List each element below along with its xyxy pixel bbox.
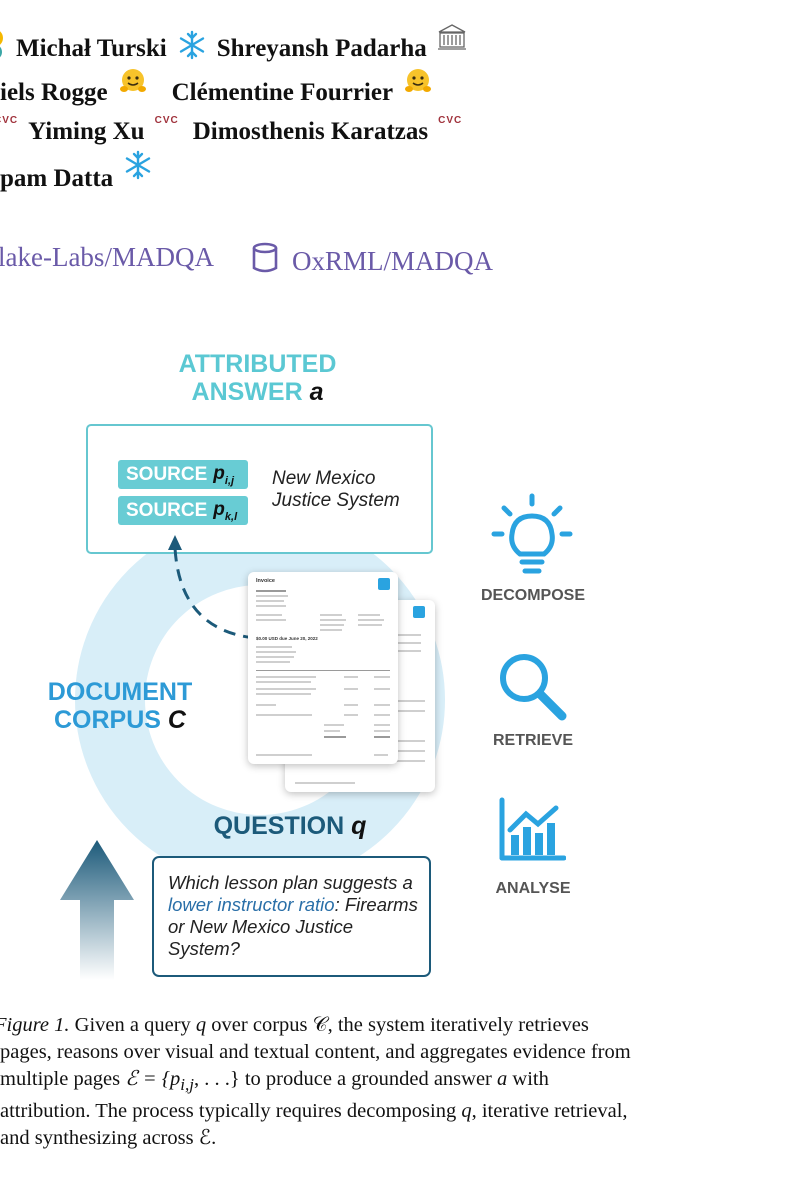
document-corpus-label: DOCUMENT CORPUS C [30,678,210,734]
corpus-label-line1: DOCUMENT [47,678,193,706]
database-icon [250,242,280,281]
caption-text: with attribution. The process typically … [0,1068,549,1123]
caption-var: a [497,1068,508,1090]
source-tag-2: SOURCE pk,l [118,496,248,525]
hugging-face-icon [118,67,148,102]
answer-box: SOURCE pi,j SOURCE pk,l New Mexico Justi… [86,424,433,554]
source-label: SOURCE [126,463,208,485]
author-name: Michał Turski [16,34,167,62]
retrieve-label: RETRIEVE [492,732,573,749]
author-name: pam Datta [0,164,114,192]
dataset-link[interactable]: OxRML/MADQA [250,242,493,281]
figure-label: Figure 1. [0,1014,70,1036]
decompose-label: DECOMPOSE [480,587,585,604]
caption-text: , the system iteratively retrieves pages… [0,1014,631,1090]
doc-due-line: $0.00 USD due June 20, 2022 [256,636,318,641]
answer-text-line2: Justice System [272,490,400,511]
oxford-building-icon [437,23,467,58]
caption-text: , iterative retrieval, and synthesizing … [0,1100,628,1150]
snowflake-icon [123,150,153,187]
document-page-front: Invoice $0.00 USD due June 20, 2022 [248,572,398,764]
author-line-3: CVC Yiming Xu CVC Dimosthenis Karatzas C… [0,114,463,146]
attributed-answer-label: ATTRIBUTED ANSWER a [140,350,375,406]
answer-text: New Mexico Justice System [272,468,400,512]
snowflake-icon [177,30,207,67]
cvc-affiliation: CVC [438,114,463,126]
answer-var: a [309,378,324,406]
figure-caption: Figure 1. Given a query q over corpus 𝒞,… [0,1012,640,1152]
author-line-2: iels Rogge Clémentine Fourrier [0,69,433,110]
question-text-post: : Firearms or New Mexico Justice System? [168,894,418,959]
cvc-affiliation: CVC [154,114,179,126]
source-var: p [213,462,225,484]
caption-text: to produce a grounded answer [239,1068,498,1090]
github-link[interactable]: lake-Labs/MADQA [0,242,214,273]
magnifier-icon [500,654,567,721]
caption-math: ℰ = {p [125,1068,181,1090]
question-text-pre: Which lesson plan suggests a [168,872,413,893]
caption-var: ℰ [198,1127,212,1150]
up-arrow-icon [60,840,134,980]
source-label: SOURCE [126,499,208,521]
source-sub: i,j [224,474,235,487]
author-name: iels Rogge [0,78,108,106]
author-name: Clémentine Fourrier [171,78,394,106]
question-label-text: QUESTION [213,812,345,840]
github-link-text[interactable]: lake-Labs/MADQA [0,242,214,272]
author-line-1: Michał Turski Shreyansh Padarha [0,24,467,67]
corpus-label-line2: CORPUS [54,706,161,734]
answer-text-line1: New Mexico [272,468,376,489]
caption-var: 𝒞 [312,1014,328,1036]
question-box: Which lesson plan suggests a lower instr… [152,856,431,977]
bar-chart-icon [499,797,566,861]
analyse-label: ANALYSE [495,880,571,897]
question-text: Which lesson plan suggests a lower instr… [168,872,423,960]
caption-math-sub: i,j [180,1075,194,1095]
doc-logo [378,578,390,590]
attributed-label-line1: ATTRIBUTED [178,350,337,378]
question-var: q [351,812,367,840]
author-name: Shreyansh Padarha [216,34,427,62]
author-line-4: pam Datta [0,150,153,197]
doc-title: Invoice [256,578,275,584]
caption-var: q [195,1014,207,1036]
cvc-affiliation: CVC [0,114,19,126]
author-name: Dimosthenis Karatzas [192,118,429,145]
answer-label-line2: ANSWER [191,378,303,406]
source-var: p [213,498,225,520]
question-text-highlight: lower instructor ratio [168,894,335,915]
hugging-face-icon [403,67,433,102]
caption-var: q [461,1100,472,1123]
question-label: QUESTION q [190,812,390,841]
caption-text: . [211,1127,217,1150]
lightbulb-icon [491,493,573,574]
dashed-arrow [168,535,256,640]
hugging-face-icon-partial [0,30,6,67]
caption-text: over corpus [206,1014,313,1036]
caption-text: Given a query [69,1014,196,1036]
source-tag-1: SOURCE pi,j [118,460,248,489]
dataset-link-text[interactable]: OxRML/MADQA [292,246,494,276]
author-name: Yiming Xu [28,118,145,145]
source-sub: k,l [224,510,238,523]
doc-logo [413,606,425,618]
corpus-var: C [167,706,186,734]
caption-math: , . . .} [193,1068,240,1090]
